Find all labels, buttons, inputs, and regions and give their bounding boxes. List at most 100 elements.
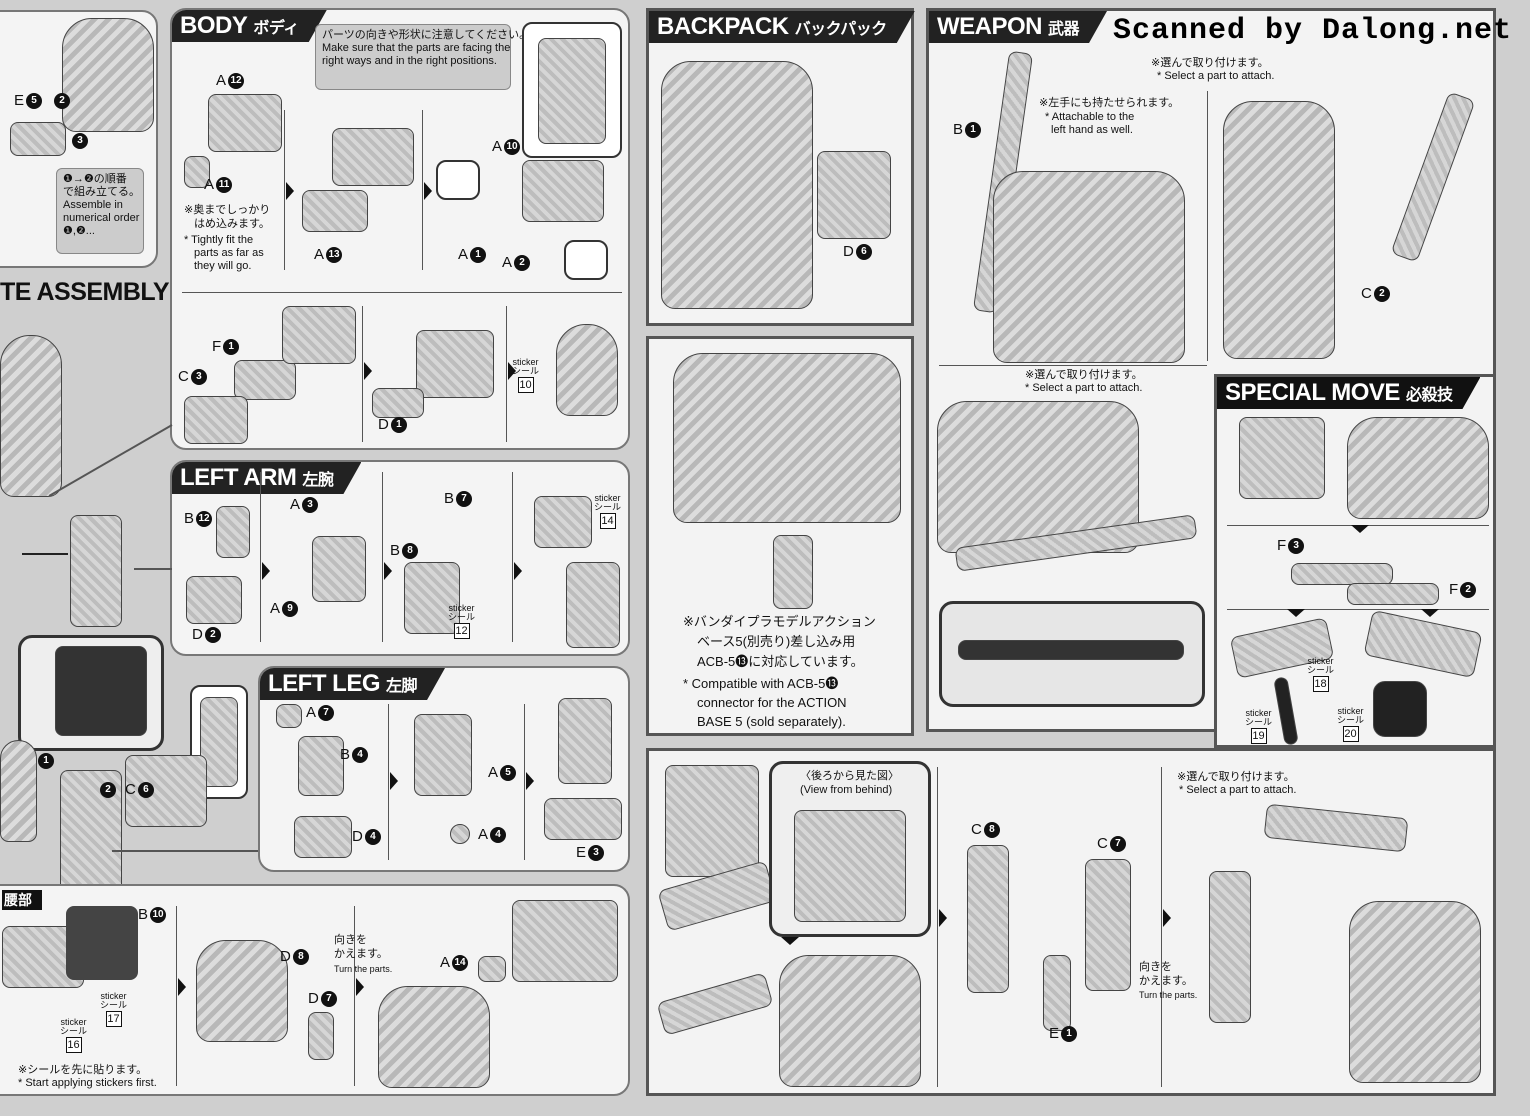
fit-note-en-2: parts as far as (194, 247, 264, 259)
waist-cape-illustration (378, 986, 490, 1088)
bottom-step-arrow-1 (781, 937, 799, 945)
body-frame-a12 (208, 94, 282, 152)
action-base-connector (773, 535, 813, 609)
body-step-divider-1 (284, 110, 285, 270)
bottom-turn-note-jp-1: 向きを (1139, 961, 1172, 973)
cape-part (55, 646, 147, 736)
bottom-robot-illustration (779, 955, 921, 1087)
action-base-panel: ※バンダイプラモデルアクション ベース5(別売り)差し込み用 ACB-5⓭に対応… (646, 336, 914, 736)
special-sticker-shape (1373, 681, 1427, 737)
weapon-row-divider (939, 365, 1207, 366)
special-handle-f2 (1347, 583, 1439, 605)
waist-assembly-step2 (196, 940, 288, 1042)
base-note-jp-2: ベース5(別売り)差し込み用 (697, 634, 856, 649)
leg-part-a4 (450, 824, 470, 844)
arm-step-arrow-3 (514, 562, 522, 580)
special-step-arrow-3 (1421, 609, 1439, 617)
body-part-a11 (184, 156, 210, 188)
leg-step-divider-2 (524, 704, 525, 860)
order-note-jp-2: で組み立てる。 (63, 186, 140, 198)
step-3-marker: 3 (70, 132, 88, 150)
order-note-en-3: ❶,❷... (63, 225, 95, 237)
arm-shield-part (534, 496, 592, 548)
arm-to-assembly-arrow (134, 568, 172, 570)
body-part-d1 (372, 388, 424, 418)
weapon-select-note-2-en: * Select a part to attach. (1025, 382, 1143, 394)
special-robot-illustration (1347, 417, 1489, 519)
base-note-jp-3: ACB-5⓭に対応しています。 (697, 654, 864, 669)
special-sticker-strip (1273, 676, 1299, 746)
bottom-select-note-jp: ※選んで取り付けます。 (1177, 771, 1295, 783)
wing-assembly-part (665, 765, 759, 877)
turn-note-en: Turn the parts. (334, 964, 393, 974)
bottom-divider-2 (1161, 767, 1162, 1087)
turn-note-jp-1: 向きを (334, 934, 367, 946)
body-step-arrow-3 (364, 362, 372, 380)
leg-step-arrow-2 (526, 772, 534, 790)
body-step-arrow-4 (508, 362, 516, 380)
body-row-divider (182, 292, 622, 293)
weapon-divider (1207, 91, 1208, 361)
body-step-arrow-1 (286, 182, 294, 200)
leg-assembly-step3 (558, 698, 612, 784)
view-from-behind-callout: 〈後ろから見た図〉 (View from behind) (769, 761, 931, 937)
waist-step-divider-2 (354, 906, 355, 1086)
cape-callout (18, 635, 164, 751)
special-handle-f3 (1291, 563, 1393, 585)
special-divider-2 (1227, 609, 1489, 610)
weapon-select-note-jp: ※選んで取り付けます。 (1151, 57, 1269, 69)
fit-note-jp-2: はめ込みます。 (194, 218, 270, 230)
body-step-divider-3 (362, 306, 363, 442)
arm-step-arrow-2 (384, 562, 392, 580)
weapon-robot-illustration-1 (993, 171, 1185, 363)
arm-arrow (22, 553, 68, 555)
step-2-marker-b: 2 (98, 781, 116, 799)
bottom-step-arrow-2 (939, 909, 947, 927)
facing-note-en-2: right ways and in the right positions. (322, 55, 497, 67)
cannon-part-c8 (967, 845, 1009, 993)
weapon-select-note-en: * Select a part to attach. (1157, 70, 1275, 82)
waist-part-b10 (66, 906, 138, 980)
waist-skirt-part (512, 900, 618, 982)
bottom-cannon-assembled (1209, 871, 1251, 1023)
body-step-arrow-2 (424, 182, 432, 200)
leg-foot-part (544, 798, 622, 840)
arm-assembly-step2 (312, 536, 366, 602)
bottom-cannon-barrel (1263, 803, 1409, 853)
lower-body-illustration (0, 740, 37, 842)
view-from-behind-jp: 〈後ろから見た図〉 (800, 770, 899, 782)
fit-note-en-1: * Tightly fit the (184, 234, 254, 246)
bottom-handle-part (656, 972, 774, 1036)
fit-note-jp-1: ※奥までしっかり (184, 204, 271, 216)
special-step-arrow-2 (1287, 609, 1305, 617)
backpack-robot-illustration (661, 61, 813, 309)
fit-note-en-3: they will go. (194, 260, 252, 272)
cannon-part-c7 (1085, 859, 1131, 991)
leg-part-b4 (298, 736, 344, 796)
bottom-divider-1 (937, 767, 938, 1087)
